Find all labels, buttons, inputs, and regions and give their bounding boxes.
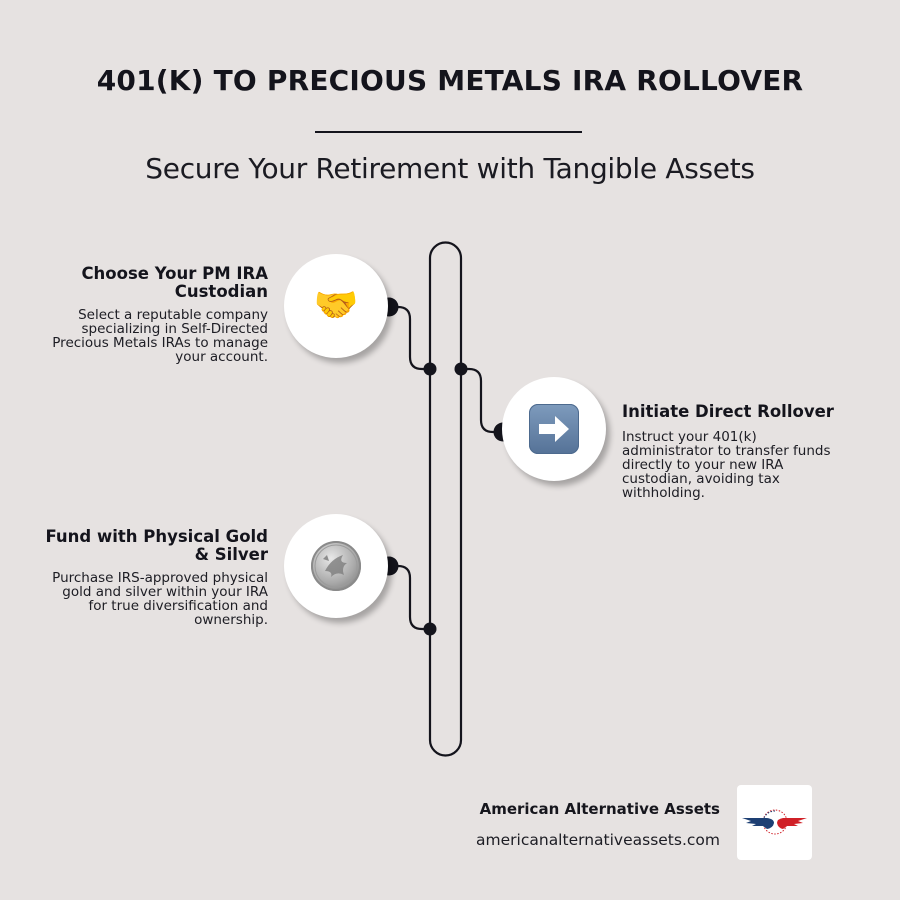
brand-url[interactable]: americanalternativeassets.com — [476, 831, 720, 849]
brand-logo — [737, 785, 812, 860]
silver-coin-icon — [311, 541, 361, 591]
title-divider — [315, 131, 582, 133]
eagle-wings-logo — [742, 809, 807, 835]
step-2-node — [502, 377, 606, 481]
step-2-description: Instruct your 401(k) administrator to tr… — [622, 429, 831, 501]
step-1-description: Select a reputable company specializing … — [52, 307, 268, 365]
step-3-node — [284, 514, 388, 618]
page-title: 401(K) TO PRECIOUS METALS IRA ROLLOVER — [96, 64, 804, 97]
step-3-description: Purchase IRS-approved physical gold and … — [52, 570, 268, 628]
step-1-node: 🤝 — [284, 254, 388, 358]
step-1-title: Choose Your PM IRA Custodian — [81, 264, 268, 301]
brand-name: American Alternative Assets — [479, 800, 720, 818]
right-arrow-icon — [529, 404, 579, 454]
step-2-title: Initiate Direct Rollover — [622, 402, 834, 421]
handshake-icon: 🤝 — [313, 285, 359, 326]
step-3-title: Fund with Physical Gold & Silver — [45, 527, 268, 564]
page-subtitle: Secure Your Retirement with Tangible Ass… — [145, 152, 755, 185]
